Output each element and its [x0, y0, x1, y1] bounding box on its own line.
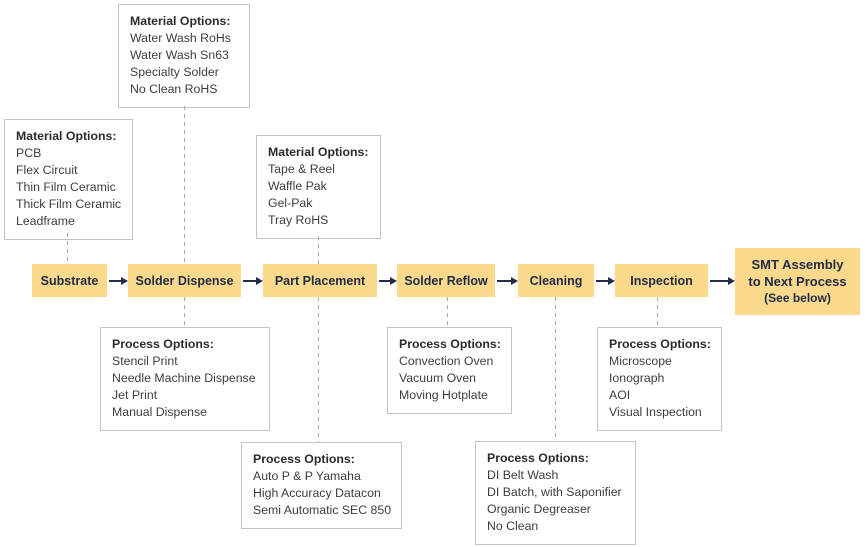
material-option-item: Flex Circuit [16, 163, 78, 177]
dashed-connector-solder-dispense-materials [184, 106, 185, 264]
material-options-title: Material Options: [268, 145, 369, 159]
process-option-item: Visual Inspection [609, 405, 702, 419]
material-option-item: Leadframe [16, 214, 75, 228]
step-part-placement: Part Placement [263, 264, 377, 297]
process-options-inspection: Process Options: Microscope Ionograph AO… [597, 327, 722, 431]
process-option-item: Manual Dispense [112, 405, 208, 419]
material-option-item: Tape & Reel [268, 162, 335, 176]
process-option-item: Organic Degreaser [487, 502, 591, 516]
process-option-item: Convection Oven [399, 354, 494, 368]
step-cleaning: Cleaning [518, 264, 594, 297]
process-option-item: High Accuracy Datacon [253, 486, 381, 500]
step-inspection: Inspection [615, 264, 708, 297]
process-options-solder-reflow: Process Options: Convection Oven Vacuum … [387, 327, 512, 414]
process-options-title: Process Options: [609, 337, 711, 351]
process-option-item: Jet Print [112, 388, 158, 402]
terminal-subline: (See below) [764, 291, 831, 305]
process-options-title: Process Options: [112, 337, 214, 351]
process-option-item: DI Batch, with Saponifier [487, 485, 622, 499]
material-option-item: Water Wash RoHs [130, 31, 231, 45]
material-options-substrate: Material Options: PCB Flex Circuit Thin … [4, 119, 133, 240]
terminal-line: to Next Process [748, 274, 847, 289]
process-options-title: Process Options: [399, 337, 501, 351]
process-option-item: Ionograph [609, 371, 665, 385]
material-option-item: Specialty Solder [130, 65, 219, 79]
process-options-solder-dispense: Process Options: Stencil Print Needle Ma… [100, 327, 270, 431]
dashed-connector-solder-dispense-process [184, 297, 185, 327]
material-option-item: No Clean RoHS [130, 82, 218, 96]
terminal-line: SMT Assembly [751, 257, 844, 272]
process-option-item: Semi Automatic SEC 850 [253, 503, 392, 517]
arrow-right-icon [596, 276, 615, 285]
arrow-right-icon [109, 276, 128, 285]
process-option-item: Needle Machine Dispense [112, 371, 256, 385]
material-options-part-placement: Material Options: Tape & Reel Waffle Pak… [256, 135, 381, 239]
material-option-item: Thick Film Ceramic [16, 197, 122, 211]
process-options-part-placement: Process Options: Auto P & P Yamaha High … [241, 442, 403, 529]
arrow-right-icon [497, 276, 518, 285]
dashed-connector-part-placement-process [318, 297, 319, 442]
dashed-connector-substrate-materials [67, 233, 68, 264]
material-option-item: Gel-Pak [268, 196, 313, 210]
step-substrate: Substrate [32, 264, 107, 297]
arrow-right-icon [379, 276, 397, 285]
process-options-title: Process Options: [253, 452, 355, 466]
process-option-item: AOI [609, 388, 631, 402]
dashed-connector-solder-reflow-process [447, 297, 448, 327]
material-option-item: Thin Film Ceramic [16, 180, 116, 194]
material-option-item: PCB [16, 146, 42, 160]
dashed-connector-cleaning-process [555, 297, 556, 441]
arrow-right-icon [243, 276, 263, 285]
process-option-item: Moving Hotplate [399, 388, 488, 402]
material-option-item: Water Wash Sn63 [130, 48, 229, 62]
dashed-connector-inspection-process [657, 297, 658, 327]
process-options-title: Process Options: [487, 451, 589, 465]
step-solder-dispense: Solder Dispense [128, 264, 241, 297]
material-options-title: Material Options: [16, 129, 117, 143]
process-option-item: DI Belt Wash [487, 468, 559, 482]
arrow-right-icon [710, 276, 735, 285]
material-options-title: Material Options: [130, 14, 231, 28]
process-option-item: No Clean [487, 519, 539, 533]
step-solder-reflow: Solder Reflow [397, 264, 495, 297]
material-option-item: Waffle Pak [268, 179, 327, 193]
process-option-item: Vacuum Oven [399, 371, 477, 385]
process-options-cleaning: Process Options: DI Belt Wash DI Batch, … [475, 441, 636, 545]
dashed-connector-part-placement-materials [318, 236, 319, 264]
terminal-smt-assembly-next-process: SMT Assembly to Next Process (See below) [735, 248, 860, 315]
material-option-item: Tray RoHS [268, 213, 329, 227]
material-options-solder-dispense: Material Options: Water Wash RoHs Water … [118, 4, 250, 108]
process-option-item: Auto P & P Yamaha [253, 469, 361, 483]
process-option-item: Stencil Print [112, 354, 178, 368]
process-option-item: Microscope [609, 354, 672, 368]
